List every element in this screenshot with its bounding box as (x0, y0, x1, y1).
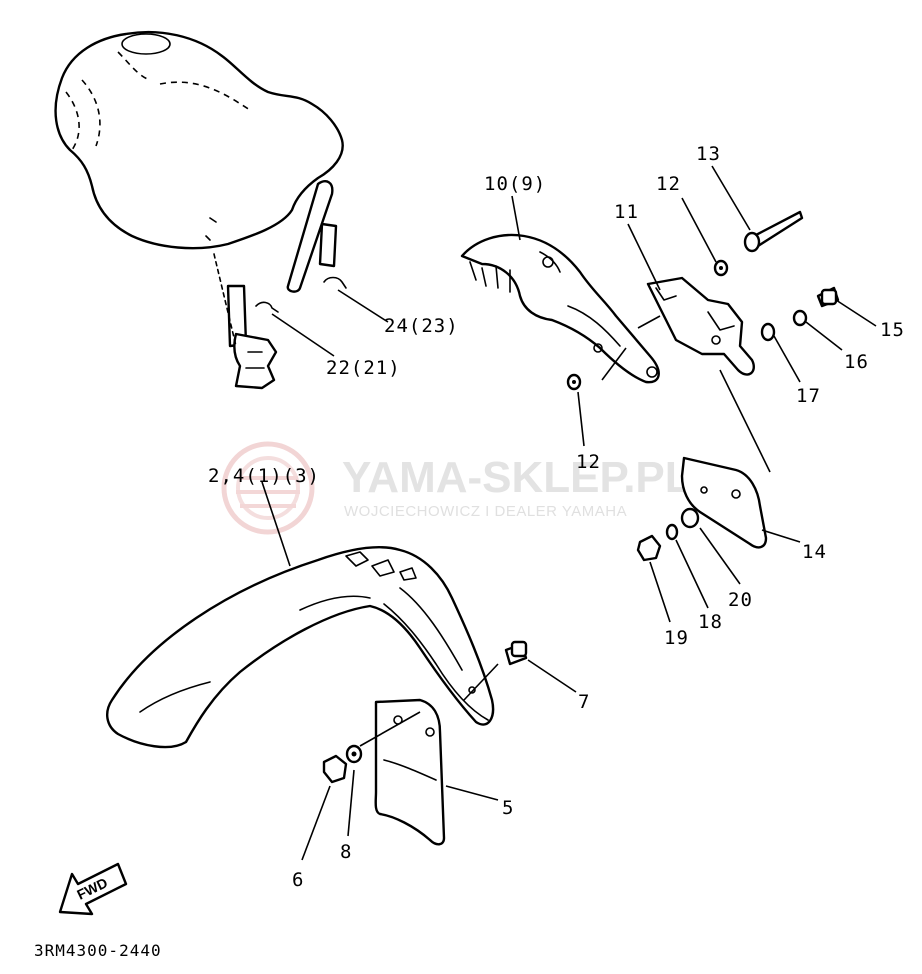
callout-2-4: 2,4(1)(3) (208, 465, 320, 487)
callout-13: 13 (696, 143, 721, 165)
callout-14: 14 (802, 541, 827, 563)
washer-part-8 (345, 744, 363, 764)
callout-15: 15 (880, 319, 905, 341)
callout-10: 10(9) (484, 173, 546, 195)
watermark-subtitle: WOJCIECHOWICZ I DEALER YAMAHA (344, 503, 627, 520)
mud-flap-part-5 (374, 698, 446, 846)
washer-part-17 (760, 322, 776, 342)
washer-part-16 (792, 309, 808, 327)
washer-part-18 (665, 523, 679, 541)
callout-8: 8 (340, 841, 352, 863)
rivet-part-13 (743, 210, 804, 253)
callout-20: 20 (728, 589, 753, 611)
bolt-part-7 (504, 640, 528, 666)
callout-22: 22(21) (326, 357, 401, 379)
callout-labels: 10(9) 13 12 11 15 16 17 24(23) 22(21) 12… (208, 143, 905, 891)
callout-7: 7 (578, 691, 590, 713)
nut-part-6 (322, 754, 348, 784)
forward-direction-arrow-icon: FWD (58, 862, 128, 916)
callout-19: 19 (664, 627, 689, 649)
drawing-code: 3RM4300-2440 (34, 941, 162, 960)
leader-lines (261, 165, 877, 861)
callout-12-lower: 12 (576, 451, 601, 473)
collar-part-20 (680, 507, 700, 529)
watermark-logo-icon (221, 441, 315, 535)
callout-18: 18 (698, 611, 723, 633)
washer-part-12-upper (713, 259, 729, 277)
watermark-title: YAMA-SKLEP.PL (342, 453, 692, 502)
front-fender-part-2 (106, 546, 495, 749)
callout-5: 5 (502, 797, 514, 819)
callout-16: 16 (844, 351, 869, 373)
nut-part-19 (636, 534, 662, 562)
washer-part-12-lower (566, 373, 582, 391)
callout-17: 17 (796, 385, 821, 407)
callout-12-upper: 12 (656, 173, 681, 195)
bracket-part-11 (646, 276, 755, 376)
fuel-hose-assembly (213, 180, 347, 390)
plate-part-14 (680, 456, 768, 549)
bolt-part-15 (816, 286, 840, 308)
side-cover-part-10 (460, 233, 660, 384)
fuel-tank-outline (54, 30, 344, 250)
callout-6: 6 (292, 869, 304, 891)
callout-24: 24(23) (384, 315, 459, 337)
callout-11: 11 (614, 201, 639, 223)
watermark: YAMA-SKLEP.PL WOJCIECHOWICZ I DEALER YAM… (221, 441, 692, 535)
